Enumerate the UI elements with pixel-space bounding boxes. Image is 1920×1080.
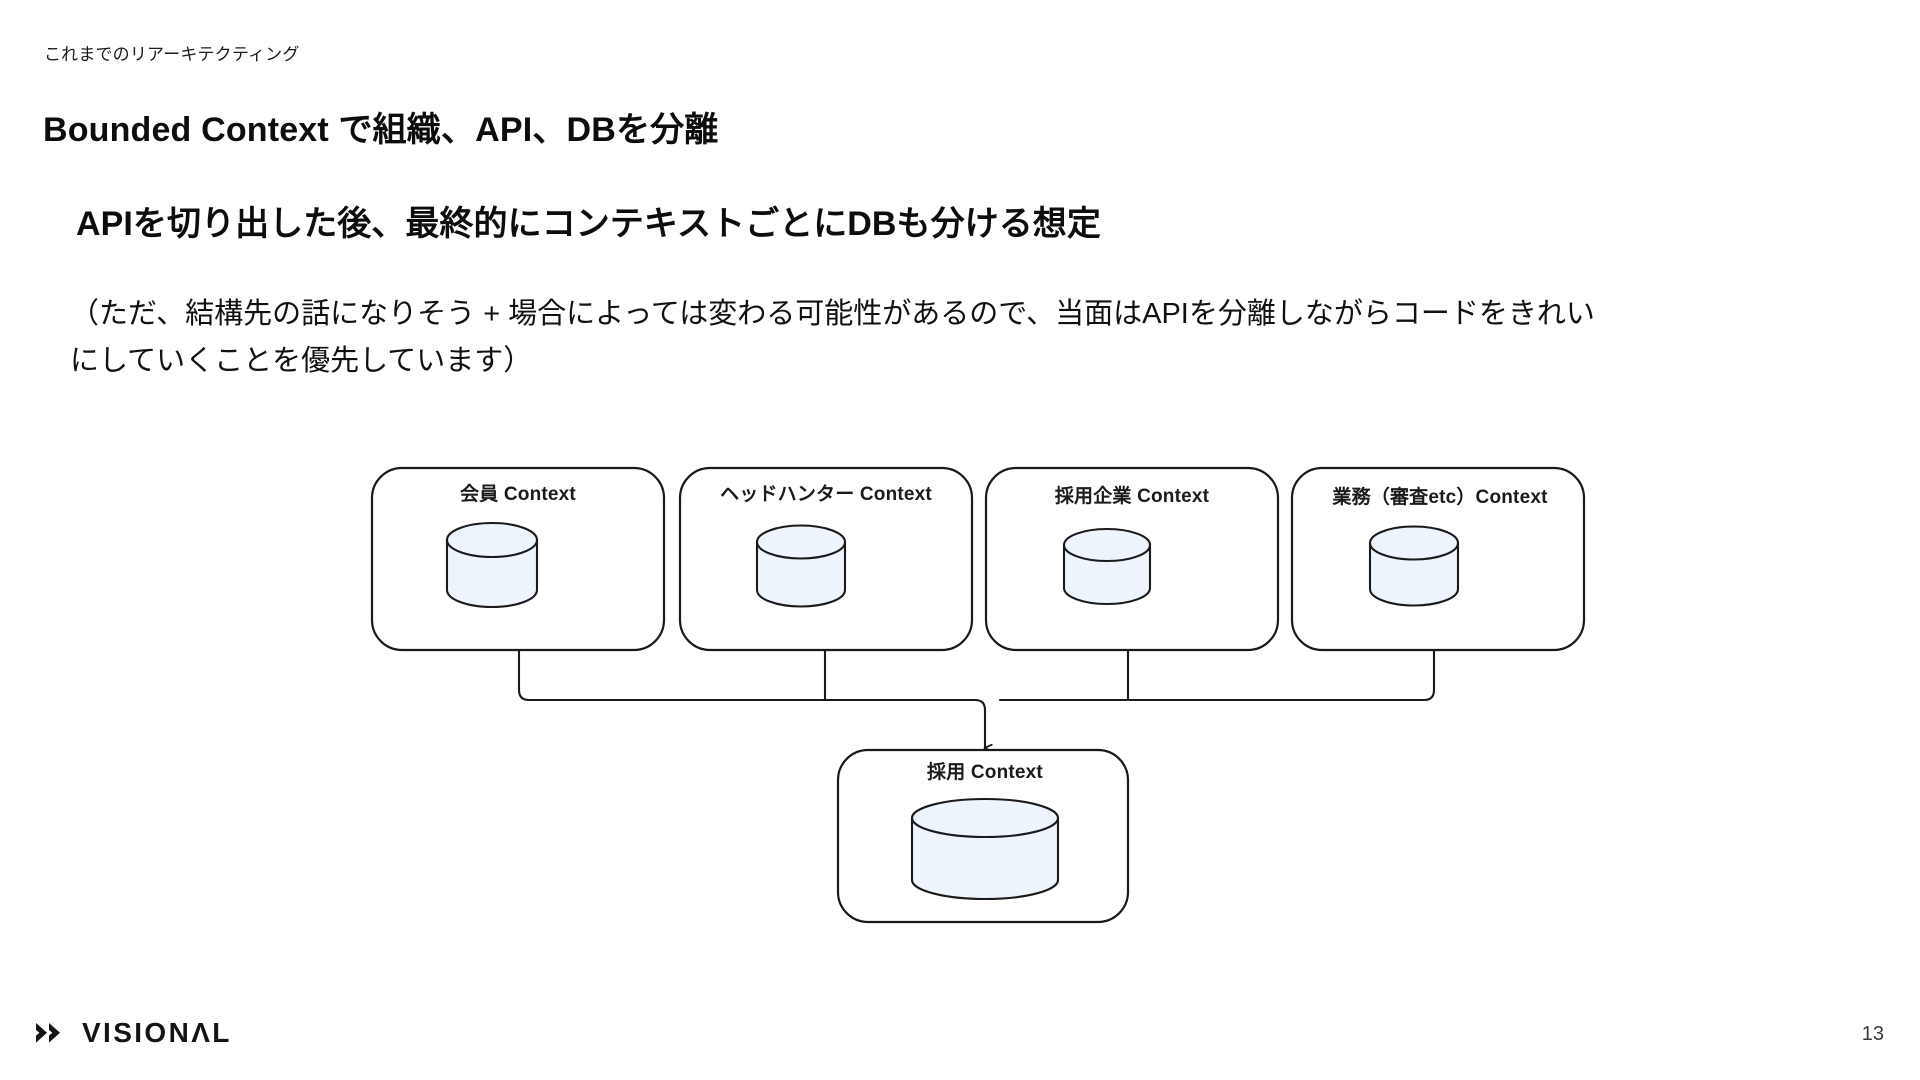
database-cylinder-icon	[1062, 527, 1152, 606]
context-box-operations[interactable]: 業務（審査etc）Context	[1290, 466, 1586, 652]
database-cylinder-icon	[910, 797, 1060, 901]
connector-line-1	[517, 648, 977, 702]
connector-line-4	[998, 648, 1436, 702]
context-box-outline	[370, 466, 666, 652]
double-chevron-icon	[36, 1023, 60, 1043]
page-title: Bounded Context で組織、API、DBを分離	[43, 110, 719, 149]
context-box-outline	[984, 466, 1280, 652]
database-cylinder-icon	[755, 524, 847, 608]
context-box-label: 採用企業 Context	[1055, 484, 1210, 507]
slide-eyebrow: これまでのリアーキテクティング	[44, 45, 300, 64]
page-number: 13	[1861, 1023, 1884, 1045]
context-box-client-company[interactable]: 採用企業 Context	[984, 466, 1280, 652]
context-box-label: 採用 Context	[927, 761, 1043, 783]
database-cylinder-icon	[1368, 525, 1460, 607]
lead-statement: APIを切り出した後、最終的にコンテキストごとにDBも分ける想定	[76, 205, 1101, 243]
context-box-label: 会員 Context	[460, 482, 576, 505]
context-box-kaiin[interactable]: 会員 Context	[370, 466, 666, 652]
database-cylinder-icon	[445, 521, 539, 609]
connector-group	[517, 648, 1436, 748]
context-box-headhunter[interactable]: ヘッドハンター Context	[678, 466, 974, 652]
visional-logo: VISIONΛL	[35, 1016, 232, 1050]
context-box-recruiting[interactable]: 採用 Context	[836, 748, 1130, 924]
visional-wordmark: VISIONΛL	[82, 1017, 232, 1048]
note-line-2: にしていくことを優先しています）	[70, 344, 533, 377]
context-box-outline	[1290, 466, 1586, 652]
context-box-label: ヘッドハンター Context	[720, 483, 932, 505]
context-box-outline	[836, 748, 1130, 924]
note-block: （ただ、結構先の話になりそう + 場合によっては変わる可能性があるので、当面はA…	[70, 291, 1870, 385]
context-box-label: 業務（審査etc）Context	[1331, 485, 1548, 508]
note-line-1: （ただ、結構先の話になりそう + 場合によっては変わる可能性があるので、当面はA…	[70, 298, 1595, 330]
connector-arrow	[973, 698, 985, 748]
context-box-outline	[678, 466, 974, 652]
